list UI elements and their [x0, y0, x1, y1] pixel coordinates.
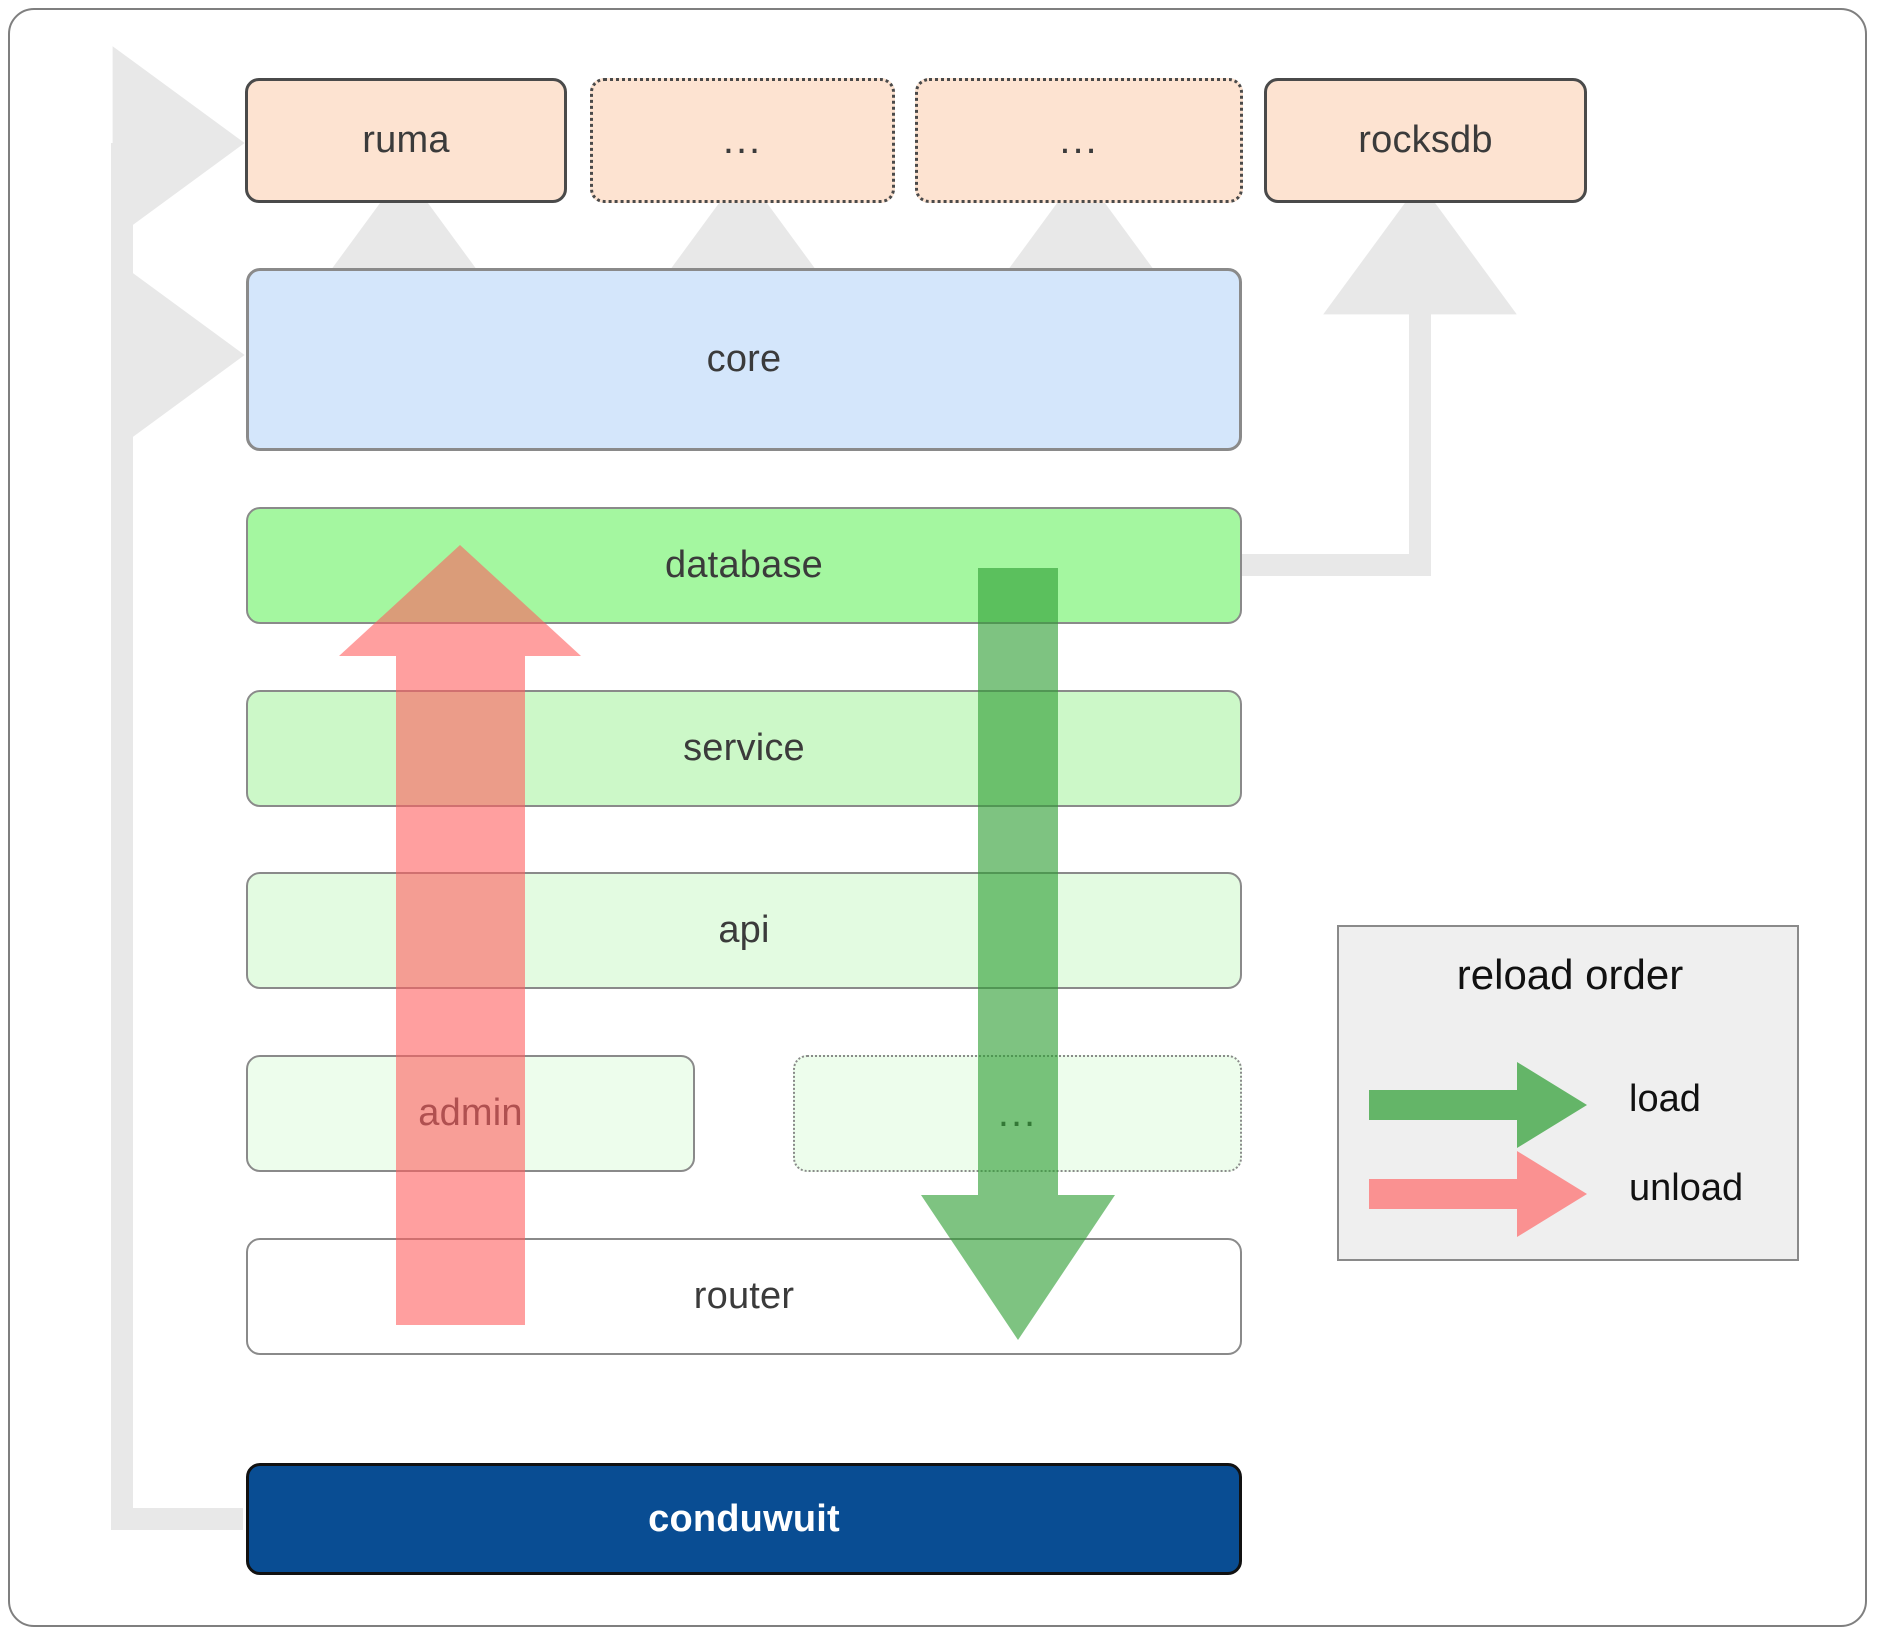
legend-row-unload: unload — [1339, 1149, 1801, 1239]
layer-box-database[interactable]: database — [246, 507, 1242, 624]
layer-box-router[interactable]: router — [246, 1238, 1242, 1355]
load-arrow-icon — [1369, 1062, 1587, 1148]
dependency-box-more-2[interactable]: ... — [915, 78, 1243, 203]
layer-box-api[interactable]: api — [246, 872, 1242, 989]
layer-box-service[interactable]: service — [246, 690, 1242, 807]
legend-title: reload order — [1456, 951, 1684, 998]
core-label: core — [706, 338, 782, 380]
dependency-label-more-2: ... — [1059, 118, 1099, 162]
legend-label-unload: unload — [1629, 1167, 1744, 1209]
layer-label-api: api — [718, 909, 770, 951]
legend-row-load: load — [1339, 1060, 1801, 1150]
layer-box-more[interactable]: ... — [793, 1055, 1242, 1172]
dependency-box-ruma[interactable]: ruma — [245, 78, 567, 203]
layer-label-more: ... — [997, 1091, 1038, 1135]
dependency-label-rocksdb: rocksdb — [1358, 119, 1493, 161]
layer-label-admin: admin — [418, 1092, 523, 1134]
legend-label-load: load — [1629, 1078, 1701, 1120]
layer-box-admin[interactable]: admin — [246, 1055, 695, 1172]
layer-label-service: service — [683, 727, 805, 769]
legend-panel: reload order load unload — [1337, 925, 1799, 1261]
brand-box-conduwuit[interactable]: conduwuit — [246, 1463, 1242, 1575]
brand-label: conduwuit — [648, 1497, 840, 1540]
dependency-box-rocksdb[interactable]: rocksdb — [1264, 78, 1587, 203]
core-box[interactable]: core — [246, 268, 1242, 451]
dependency-label-more-1: ... — [722, 118, 763, 162]
unload-arrow-icon — [1369, 1151, 1587, 1237]
dependency-label-ruma: ruma — [362, 119, 450, 161]
dependency-box-more-1[interactable]: ... — [590, 78, 895, 203]
layer-label-database: database — [665, 544, 823, 586]
layer-label-router: router — [693, 1275, 795, 1317]
